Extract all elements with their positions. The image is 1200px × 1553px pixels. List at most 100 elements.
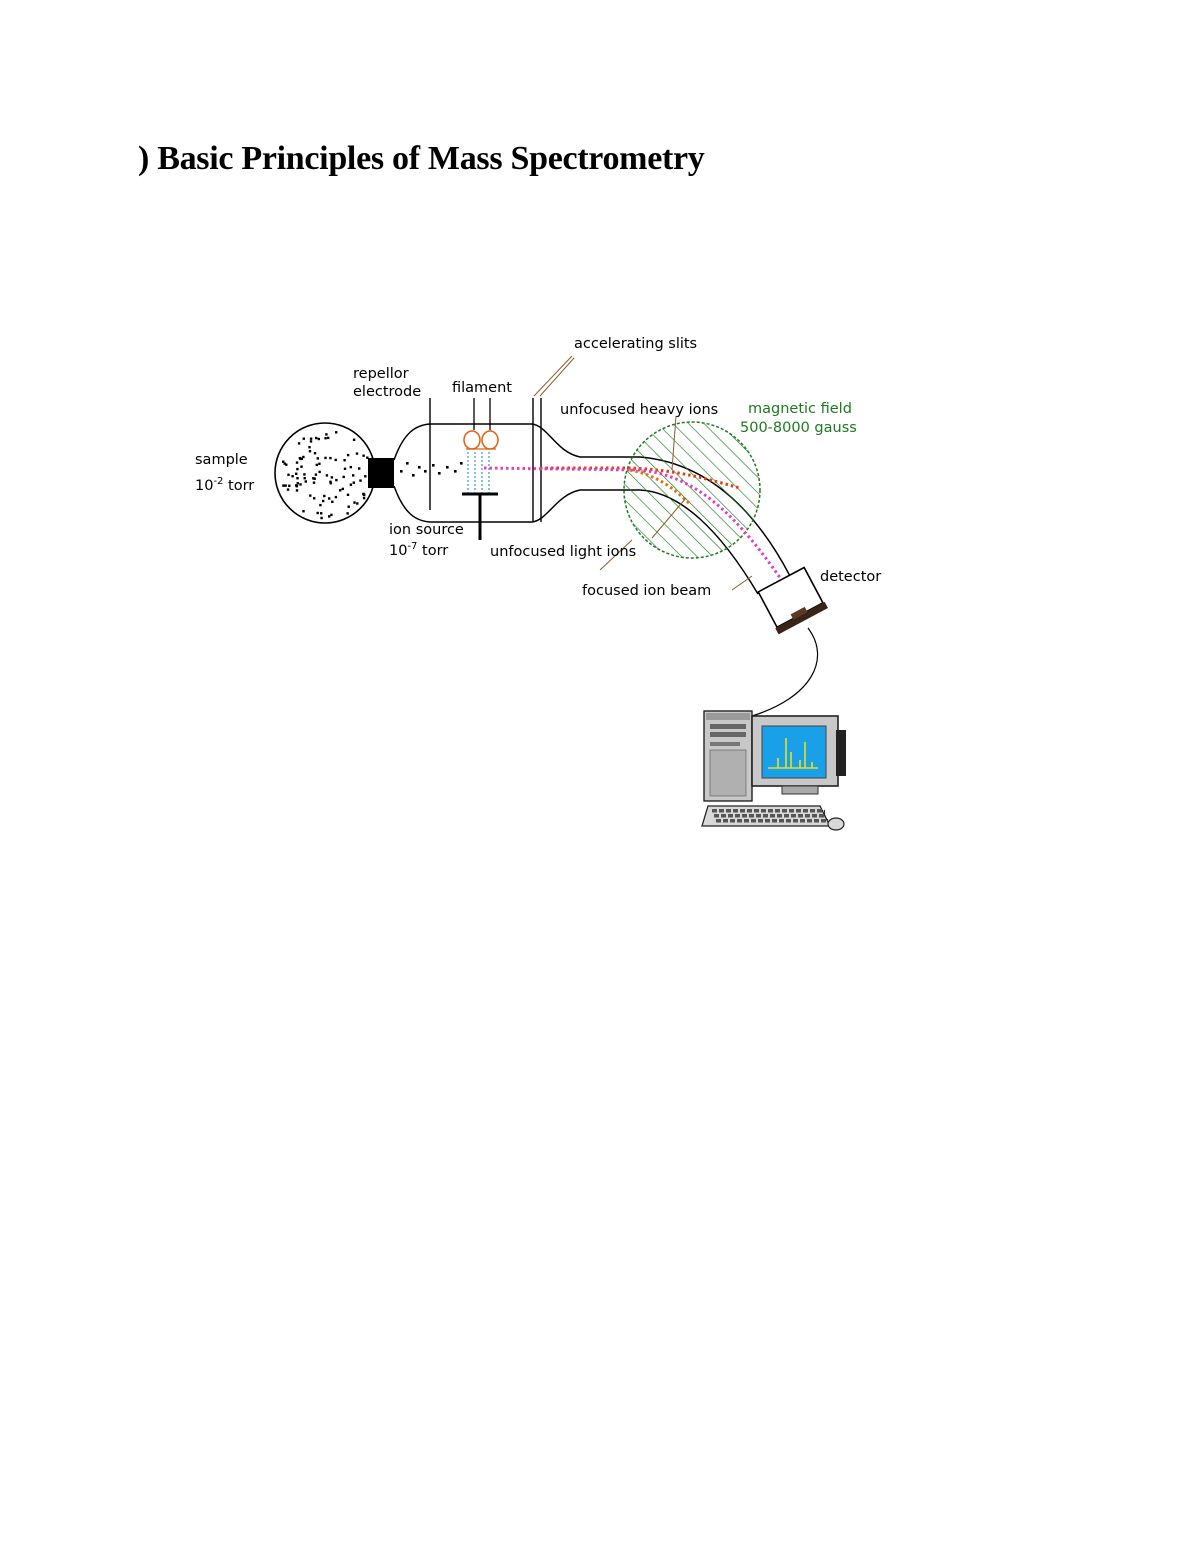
sample-label: sample <box>195 452 248 468</box>
sample-particle <box>295 485 299 488</box>
sample-particle <box>329 456 332 460</box>
keyboard-key <box>765 819 770 823</box>
unfocused-light-ions-label: unfocused light ions <box>490 544 636 560</box>
keyboard-key <box>791 814 796 818</box>
sample-particle <box>296 477 299 480</box>
keyboard-key <box>740 809 745 813</box>
sample-particle <box>299 483 302 486</box>
sample-particle <box>303 477 306 480</box>
gas-molecule <box>446 466 449 469</box>
sample-particle <box>366 456 369 459</box>
keyboard-key <box>716 819 721 823</box>
sample-particle <box>308 450 312 453</box>
sample-particle <box>334 458 337 462</box>
magnetic-field-label-line1: magnetic field <box>748 401 852 417</box>
sample-particle <box>327 436 330 440</box>
keyboard-key <box>782 809 787 813</box>
detector-cable <box>751 627 818 717</box>
keyboard-key <box>817 809 822 813</box>
unfocused-heavy-ion-path <box>540 466 741 490</box>
sample-particle <box>309 437 313 440</box>
sample-particle <box>320 516 323 520</box>
magnetic-field <box>623 421 761 559</box>
filament-label: filament <box>452 380 512 396</box>
keyboard-key <box>772 819 777 823</box>
keyboard-key <box>758 819 763 823</box>
keyboard-key <box>744 819 749 823</box>
sample-particle <box>282 460 285 463</box>
sample-particle <box>349 483 353 486</box>
keyboard-key <box>814 819 819 823</box>
sample-particle <box>324 437 327 440</box>
keyboard-key <box>742 814 747 818</box>
keyboard-keys <box>712 809 826 823</box>
keyboard-key <box>719 809 724 813</box>
sample-particle <box>291 475 294 478</box>
sample-particle <box>352 474 355 477</box>
sample-particle <box>319 503 322 507</box>
sample-particle <box>313 497 316 500</box>
keyboard-key <box>747 809 752 813</box>
sample-particle <box>330 513 333 517</box>
sample-particle <box>322 499 325 503</box>
sample-particle <box>295 461 299 464</box>
sample-particle <box>284 484 287 487</box>
keyboard-key <box>821 819 826 823</box>
sample-particle <box>325 433 328 436</box>
keyboard-key <box>721 814 726 818</box>
gas-molecule <box>412 474 415 477</box>
sample-particle <box>359 479 362 482</box>
sample-particle <box>286 488 290 491</box>
sample-particle <box>309 440 313 443</box>
keyboard-key <box>798 814 803 818</box>
keyboard-key <box>749 814 754 818</box>
keyboard-key <box>756 814 761 818</box>
sample-particle <box>339 489 342 492</box>
sample-particle <box>362 496 366 500</box>
magnetic-field-label-line2: 500-8000 gauss <box>740 420 857 436</box>
sample-particle <box>341 487 344 491</box>
sample-particle <box>346 512 349 515</box>
keyboard-key <box>784 814 789 818</box>
gas-molecule <box>418 466 421 469</box>
keyboard-key <box>803 809 808 813</box>
sample-particle <box>288 484 291 487</box>
sample-particle <box>347 505 350 508</box>
sample-particle <box>325 474 329 477</box>
keyboard-key <box>789 809 794 813</box>
sample-valve <box>368 458 394 488</box>
keyboard-key <box>775 809 780 813</box>
keyboard-key <box>730 819 735 823</box>
sample-particle <box>364 475 367 478</box>
keyboard-key <box>768 809 773 813</box>
sample-particle <box>324 456 327 460</box>
keyboard-key <box>763 814 768 818</box>
sample-particle <box>298 456 302 460</box>
sample-particle <box>296 482 299 485</box>
repellor-label-line2: electrode <box>353 384 421 400</box>
sample-particle <box>330 476 334 479</box>
ion-source-pressure-label: 10-7 torr <box>389 541 448 559</box>
sample-particle <box>312 477 315 480</box>
sample-particle <box>320 512 323 515</box>
focused-ion-beam-label: focused ion beam <box>582 583 711 599</box>
keyboard-key <box>714 814 719 818</box>
sample-particle <box>323 494 326 498</box>
sample-flask <box>274 422 376 524</box>
sample-particle <box>317 437 320 441</box>
accelerating-slits <box>532 398 542 522</box>
sample-particle <box>362 454 365 457</box>
keyboard-key <box>786 819 791 823</box>
sample-particle <box>346 453 350 457</box>
sample-particle <box>342 475 345 479</box>
keyboard-key <box>805 814 810 818</box>
sample-particle <box>352 438 356 441</box>
sample-particle <box>329 480 332 483</box>
sample-particle <box>352 481 355 484</box>
sample-particle <box>302 510 305 513</box>
sample-particle <box>353 501 356 504</box>
page-title: ) Basic Principles of Mass Spectrometry <box>138 140 705 177</box>
sample-particle <box>334 495 338 499</box>
sample-particle <box>302 437 305 440</box>
sample-particle <box>315 436 318 440</box>
